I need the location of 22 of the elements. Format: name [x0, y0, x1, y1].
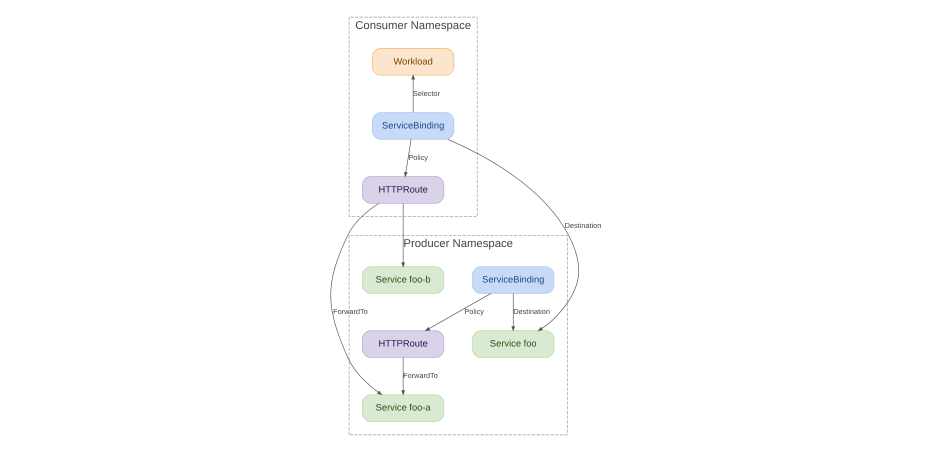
edge-label: ForwardTo — [332, 306, 368, 316]
arrow — [424, 292, 491, 331]
node-box: Service foo-b — [362, 266, 444, 294]
node-box: ServiceBinding — [472, 266, 554, 294]
node-box: HTTPRoute — [362, 176, 444, 204]
node-box: Service foo — [472, 330, 554, 358]
arrow — [404, 138, 411, 177]
edge-label: Destination — [564, 220, 601, 230]
arrow — [446, 138, 579, 331]
node-box: ServiceBinding — [372, 112, 454, 140]
node-box: Workload — [372, 48, 454, 76]
node-box: HTTPRoute — [362, 330, 444, 358]
edge-label: Destination — [512, 306, 550, 316]
node-box: Service foo-a — [362, 394, 444, 422]
edge-label: ForwardTo — [402, 370, 438, 380]
arrow — [400, 356, 404, 396]
edge-label: Policy — [408, 152, 428, 162]
arrow — [410, 74, 415, 112]
edge-label: Policy — [464, 306, 484, 316]
arrow — [400, 202, 404, 268]
arrow — [510, 292, 515, 332]
edge-label: Selector — [412, 88, 440, 98]
